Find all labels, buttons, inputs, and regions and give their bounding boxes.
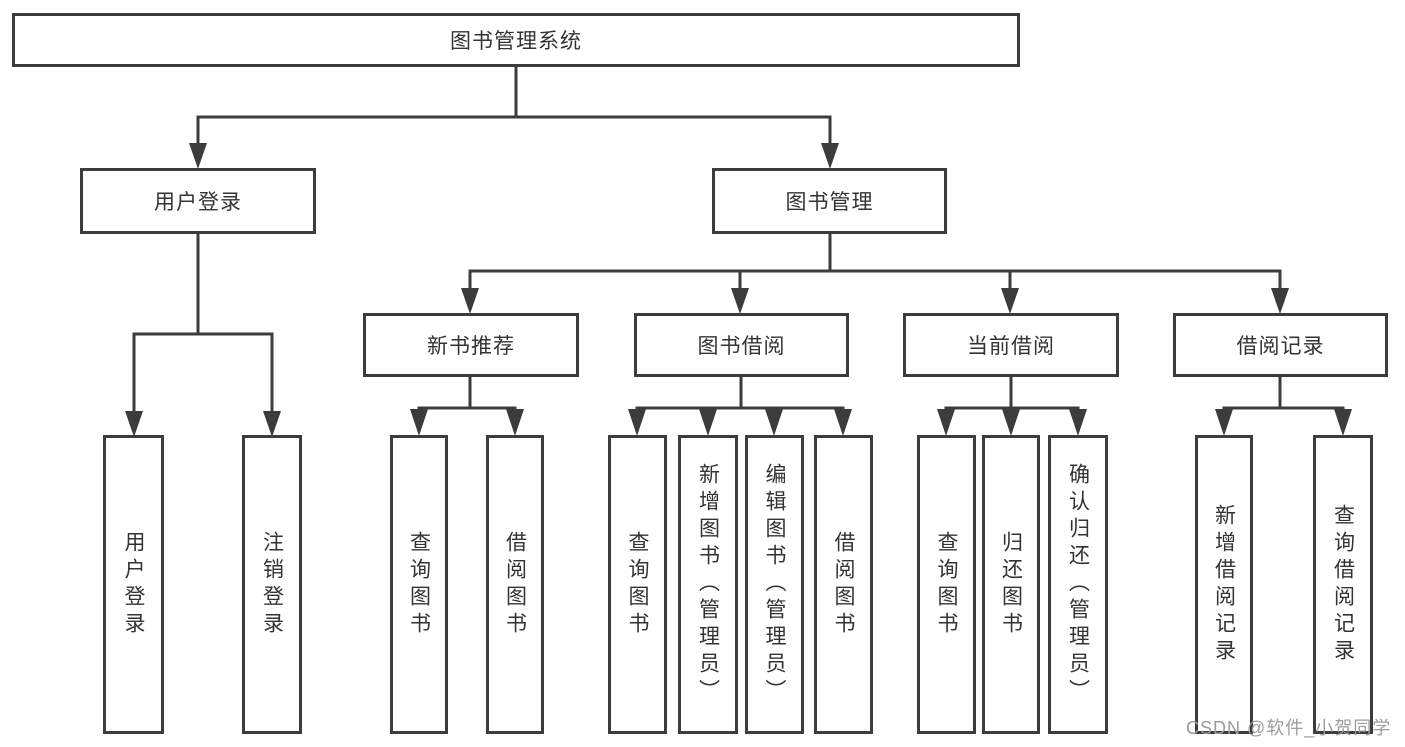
leaf-query-books-recommend: 查询图书 <box>390 435 448 734</box>
connector-lines <box>132 65 1345 414</box>
leaf-edit-book-admin: 编辑图书（管理员） <box>745 435 804 734</box>
leaf-label: 归还图书 <box>999 530 1023 639</box>
leaf-label: 查询图书 <box>407 530 431 639</box>
leaf-add-borrow-record: 新增借阅记录 <box>1195 435 1253 734</box>
leaf-label: 查询借阅记录 <box>1331 503 1355 666</box>
arrowhead-icons <box>125 143 1352 437</box>
leaf-add-book-admin: 新增图书（管理员） <box>678 435 738 734</box>
leaf-label: 编辑图书（管理员） <box>763 463 787 706</box>
watermark-text: CSDN @软件_小贺同学 <box>1186 718 1392 738</box>
leaf-borrow-books: 借阅图书 <box>814 435 873 734</box>
leaf-label: 用户登录 <box>122 530 146 639</box>
leaf-query-books-borrow: 查询图书 <box>608 435 667 734</box>
node-current-borrow: 当前借阅 <box>903 313 1119 377</box>
node-new-book-recommend: 新书推荐 <box>363 313 579 377</box>
node-borrow-records: 借阅记录 <box>1173 313 1388 377</box>
leaf-label: 查询图书 <box>935 530 959 639</box>
leaf-user-login: 用户登录 <box>103 435 164 734</box>
leaf-label: 新增图书（管理员） <box>696 463 720 706</box>
leaf-label: 确认归还（管理员） <box>1066 463 1090 706</box>
leaf-query-books-current: 查询图书 <box>917 435 976 734</box>
leaf-label: 查询图书 <box>626 530 650 639</box>
leaf-label: 借阅图书 <box>503 530 527 639</box>
leaf-logout: 注销登录 <box>242 435 302 734</box>
node-user-login: 用户登录 <box>80 168 316 234</box>
node-book-borrow: 图书借阅 <box>634 313 849 377</box>
leaf-label: 借阅图书 <box>832 530 856 639</box>
leaf-return-book: 归还图书 <box>982 435 1040 734</box>
leaf-confirm-return-admin: 确认归还（管理员） <box>1048 435 1108 734</box>
node-root: 图书管理系统 <box>12 13 1020 67</box>
leaf-label: 新增借阅记录 <box>1212 503 1236 666</box>
leaf-query-borrow-record: 查询借阅记录 <box>1313 435 1373 734</box>
leaf-borrow-books-recommend: 借阅图书 <box>486 435 544 734</box>
node-book-management: 图书管理 <box>712 168 947 234</box>
leaf-label: 注销登录 <box>260 530 284 639</box>
